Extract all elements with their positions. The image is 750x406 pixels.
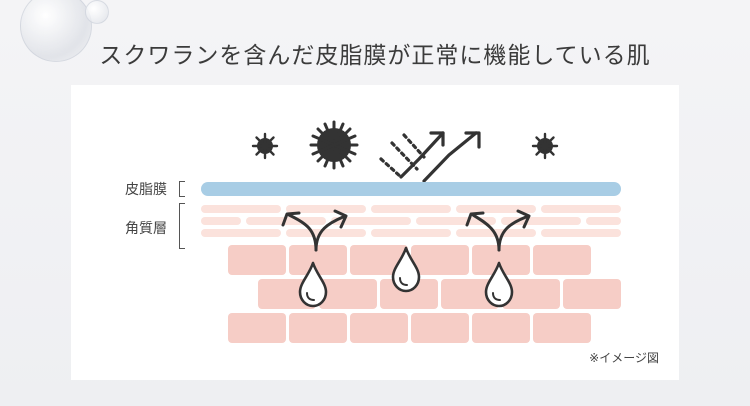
- dust-particle-icon: [251, 132, 279, 160]
- dust-particle-icon: [531, 132, 559, 160]
- moisture-arrow-icon: [281, 209, 348, 252]
- moisture-arrow-icon: [465, 209, 531, 252]
- decorative-bubble: [85, 0, 109, 24]
- dust-particle-icon: [309, 120, 359, 170]
- bracket-stratum-corneum: [179, 203, 185, 249]
- bracket-sebum-film: [179, 181, 185, 197]
- decorative-bubble: [20, 0, 92, 62]
- illustration-note: ※イメージ図: [589, 351, 659, 365]
- page-title: スクワランを含んだ皮脂膜が正常に機能している肌: [99, 43, 651, 69]
- stratum-corneum-layers: [201, 205, 621, 237]
- label-stratum-corneum: 角質層: [125, 221, 167, 237]
- sebum-film: [201, 182, 621, 196]
- skin-diagram: [201, 120, 621, 343]
- label-sebum-film: 皮脂膜: [125, 182, 167, 198]
- deflect-arrows-icon: [379, 131, 481, 183]
- skin-diagram-panel: 皮脂膜 角質層 ※イメージ図: [71, 85, 679, 380]
- skin-cells: [228, 245, 621, 343]
